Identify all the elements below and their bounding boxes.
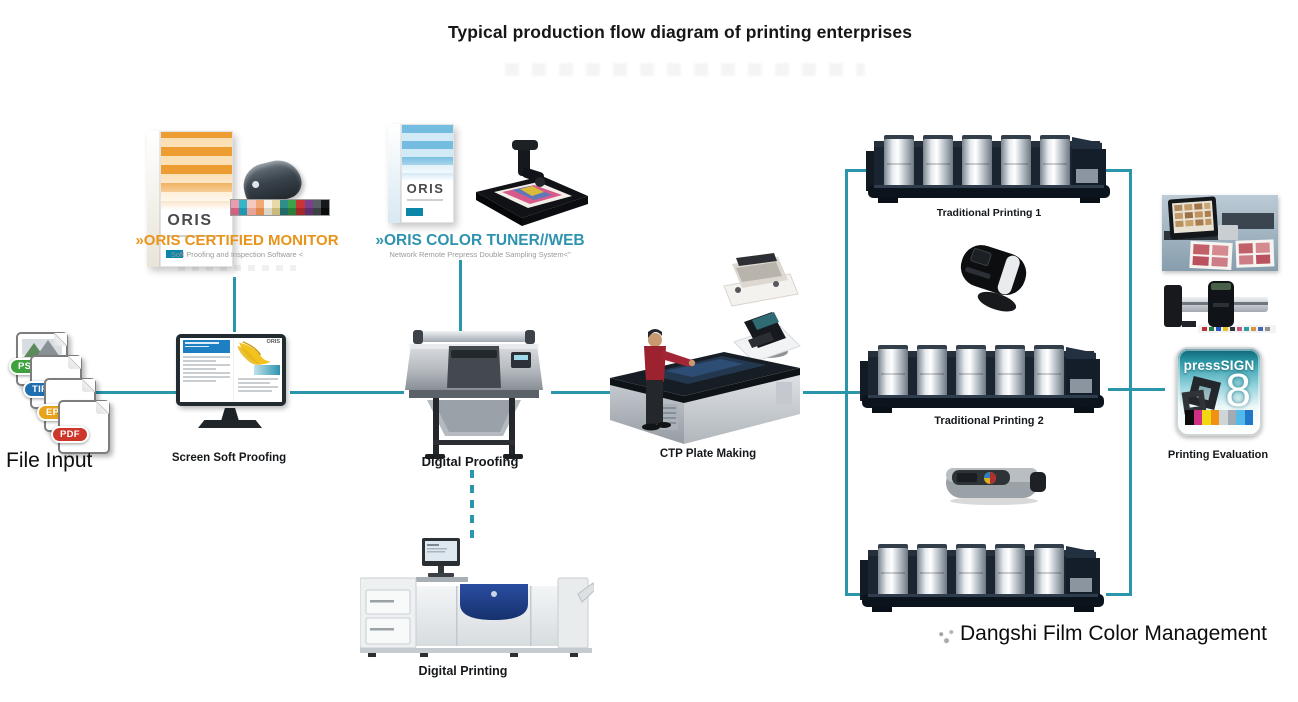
monitor-base: [198, 420, 262, 428]
file-icon-pdf: PDF: [51, 400, 110, 454]
document-header: [183, 340, 231, 353]
connector-tuner-proofing: [459, 260, 462, 332]
connector-presses-evaluation: [1129, 388, 1165, 391]
connector-monitor-proofing: [290, 391, 404, 394]
traditional-printing-1-label: Traditional Printing 1: [936, 207, 1042, 219]
color-bar: [1185, 410, 1253, 425]
ctp-machine-icon: [610, 253, 801, 444]
oris-certified-software-box-icon: ORIS: [147, 131, 233, 267]
ctp-operator: [642, 329, 696, 431]
digital-proofing-label: Digital Proofing: [421, 454, 519, 469]
file-input-group: PS TIF EPS PDF: [9, 332, 126, 458]
digital-press-icon: [360, 538, 594, 657]
screen-soft-proofing-label: Screen Soft Proofing: [171, 452, 287, 464]
bracket-right-mid-stub: [1108, 388, 1132, 391]
banana-image: [237, 341, 271, 365]
oris-tuner-subheading: Network Remote Prepress Double Sampling …: [389, 250, 571, 259]
bracket-right-top-stub: [1106, 169, 1132, 172]
scan-station-image: [1162, 195, 1278, 271]
printing-evaluation-label: Printing Evaluation: [1167, 449, 1269, 461]
watermark-ghost: [505, 63, 865, 76]
bracket-left-bottom-stub: [845, 593, 873, 596]
connector-certified-monitor: [233, 277, 236, 332]
bracket-right-bottom-stub: [1106, 593, 1132, 596]
spectrophotometer-icon: [960, 245, 1027, 312]
presssign-version: 8: [1225, 364, 1251, 416]
color-swatch-strip-icon: [230, 199, 330, 216]
proof-reader-device-icon: [476, 140, 588, 226]
monitor-stand: [221, 408, 239, 421]
oris-tuner-software-box-icon: ORIS: [388, 124, 454, 223]
mosaic-pattern: [161, 132, 232, 210]
logo-smudge: [934, 627, 958, 645]
digital-proofing-printer-icon: [405, 330, 543, 459]
box-title: ORIS: [406, 180, 445, 196]
box-spine: [147, 131, 160, 267]
mosaic-pattern: [402, 125, 453, 182]
plate-reader-icon: [733, 312, 801, 363]
monitor-screen: ORIS: [180, 338, 282, 402]
printing-press-1-icon: [866, 135, 1110, 203]
file-input-label: File Input: [6, 449, 93, 472]
presssign-logo: pressSIGN 8: [1176, 347, 1262, 436]
presssign-brand: pressSIGN: [1183, 358, 1255, 373]
file-badge-pdf: PDF: [51, 426, 89, 443]
scanning-spectro-icon: [1164, 281, 1276, 333]
densitometer-icon: [946, 468, 1046, 505]
connector-proofing-digitalprint-dashed: [470, 470, 474, 542]
bracket-left-vertical: [845, 169, 848, 596]
printing-press-2-icon: [860, 345, 1104, 413]
ctp-plate-making-label: CTP Plate Making: [659, 448, 757, 460]
plate-device-icon: [723, 253, 799, 307]
connector-ctp-presses: [803, 391, 869, 394]
oris-certified-subheading: Soft Proofing and Inspection Software <: [170, 250, 304, 259]
watermark-ghost-small: [178, 265, 296, 271]
connector-fileinput-monitor: [90, 391, 176, 394]
screen-teal-graphic: [254, 365, 280, 375]
screen-oris-logo: ORIS: [266, 339, 280, 345]
connector-proofing-ctp: [551, 391, 611, 394]
printing-press-3-icon: [860, 544, 1104, 612]
oris-certified-heading: »ORIS CERTIFIED MONITOR: [135, 232, 339, 249]
oris-tuner-heading: »ORIS COLOR TUNER//WEB: [375, 232, 585, 249]
publisher-chip: [405, 208, 423, 217]
publisher-chip: [165, 249, 183, 258]
diagram-title: Typical production flow diagram of print…: [447, 22, 913, 42]
brand-caption: Dangshi Film Color Management: [960, 622, 1267, 645]
box-spine: [388, 124, 401, 223]
box-title: ORIS: [167, 211, 213, 229]
soft-proofing-monitor-icon: ORIS: [176, 334, 286, 406]
bracket-right-vertical: [1129, 169, 1132, 596]
traditional-printing-2-label: Traditional Printing 2: [934, 415, 1044, 427]
digital-printing-label: Digital Printing: [418, 664, 508, 678]
bracket-left-top-stub: [845, 169, 873, 172]
